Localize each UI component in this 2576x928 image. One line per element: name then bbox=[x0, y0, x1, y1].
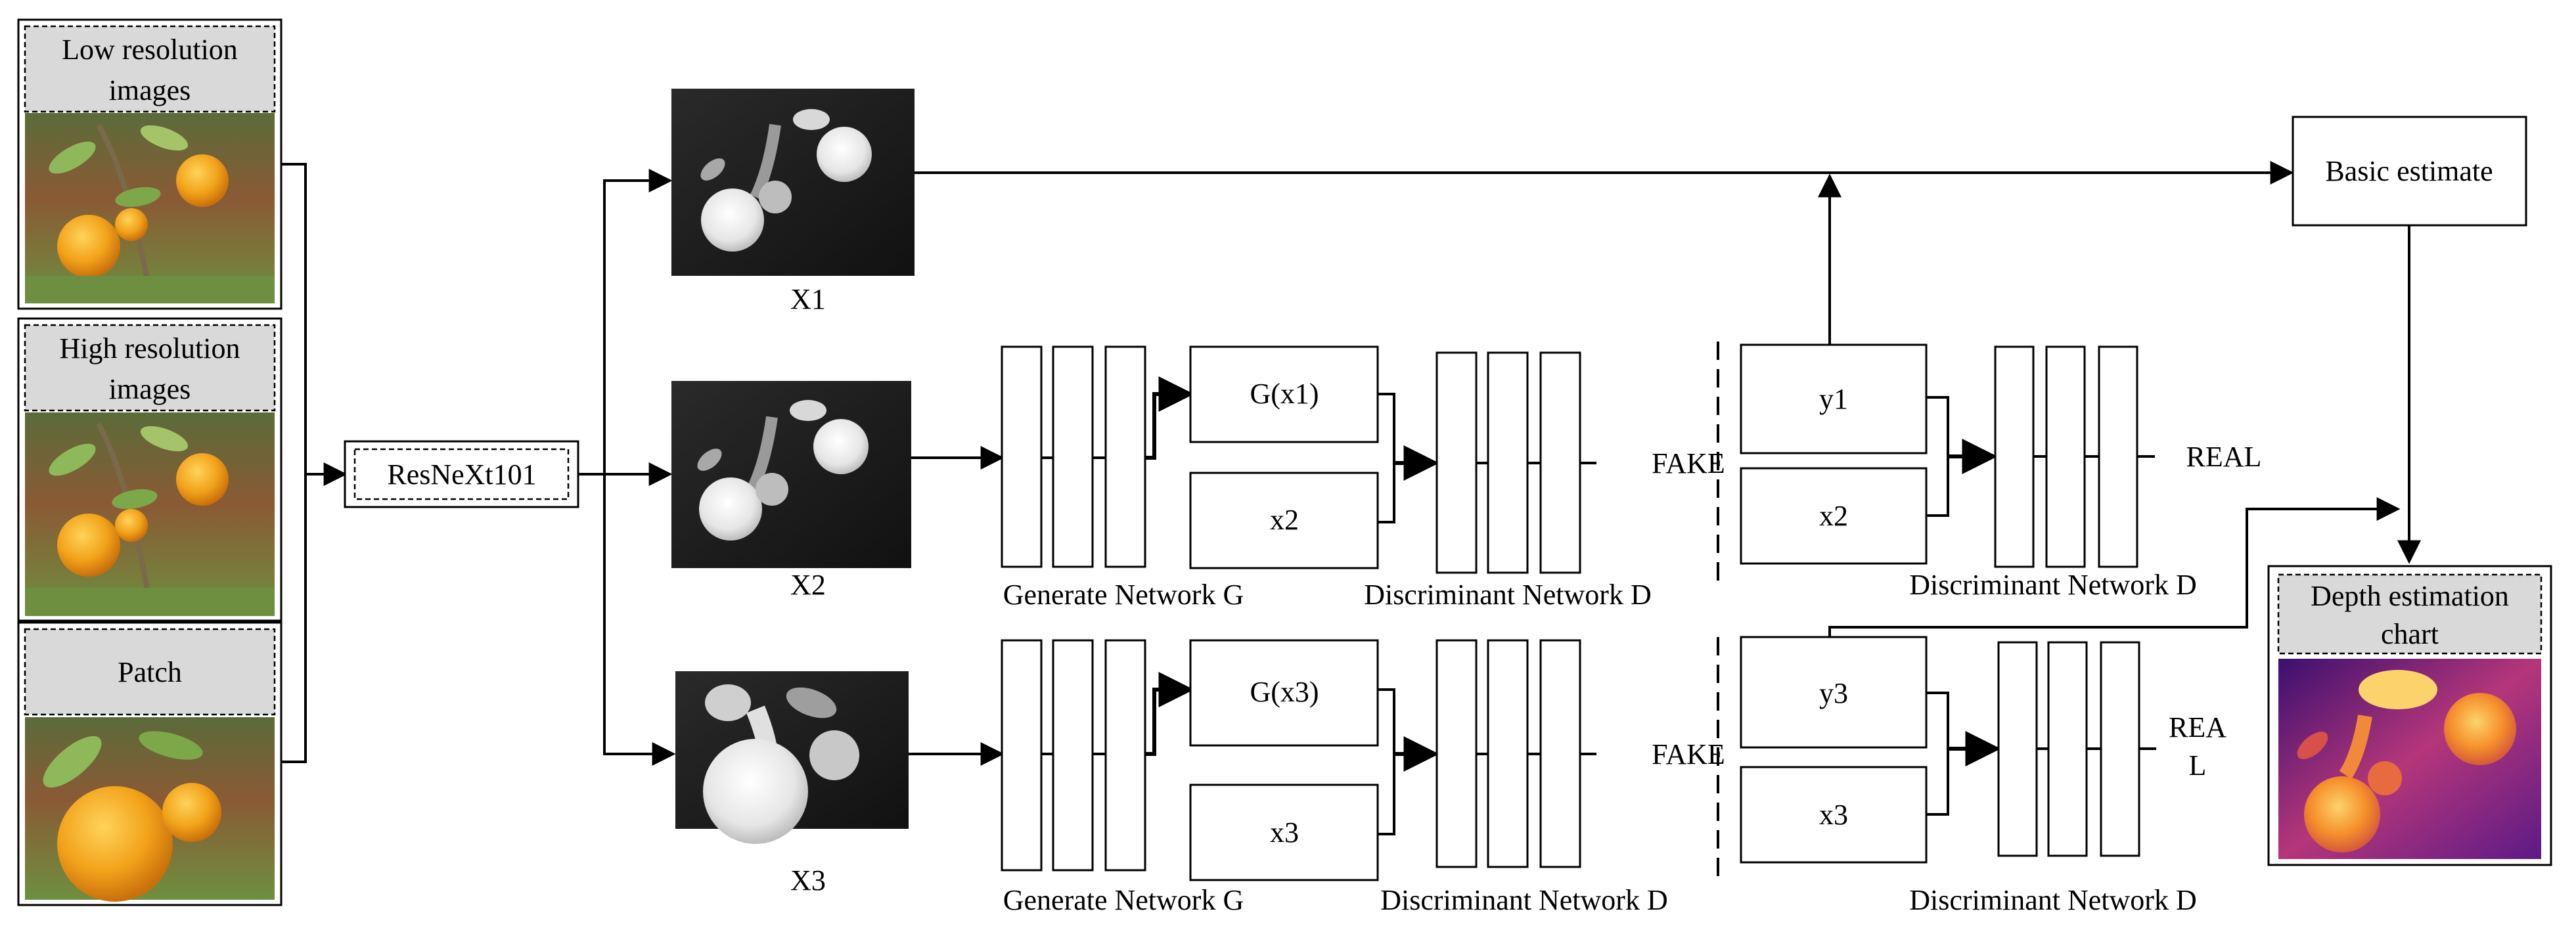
real-label-row2-line1: REA bbox=[2169, 711, 2226, 743]
x3-label: X3 bbox=[790, 864, 826, 896]
gx3-box: G(x3) bbox=[1189, 639, 1379, 747]
x2-right-box: x2 bbox=[1740, 467, 1928, 565]
output-label-box bbox=[2277, 573, 2542, 655]
real-label-row2-line2: L bbox=[2189, 749, 2207, 782]
discriminator2-row2 bbox=[1997, 641, 2156, 857]
patch-label: Patch bbox=[118, 656, 182, 688]
input-panel-low-res: Low resolution images bbox=[17, 18, 282, 310]
fake-label-row2: FAKE bbox=[1652, 738, 1725, 770]
depth-estimation-image bbox=[2278, 659, 2541, 859]
generator-label-row2: Generate Network G bbox=[1003, 884, 1244, 916]
discriminator-label-row2: Discriminant Network D bbox=[1380, 884, 1667, 916]
output-label-line2: chart bbox=[2381, 618, 2439, 650]
real-label-row1: REAL bbox=[2186, 441, 2262, 473]
x3-right-box: x3 bbox=[1740, 766, 1928, 864]
discriminator2-label-row2: Discriminant Network D bbox=[1909, 884, 2196, 916]
backbone-box: ResNeXt101 bbox=[344, 440, 579, 508]
generator-label-row1: Generate Network G bbox=[1003, 579, 1244, 611]
x2-input-box: x2 bbox=[1189, 472, 1379, 569]
x2-input-label: x2 bbox=[1270, 504, 1299, 536]
high-res-image bbox=[25, 412, 275, 616]
discriminator-row2 bbox=[1435, 639, 1596, 868]
input-panel-high-res: High resolution images bbox=[17, 317, 282, 622]
y1-box: y1 bbox=[1740, 343, 1928, 454]
high-res-label-line1: High resolution bbox=[60, 332, 240, 365]
gx1-label: G(x1) bbox=[1250, 378, 1319, 410]
low-res-label-line2: images bbox=[109, 74, 191, 106]
high-res-label-line2: images bbox=[109, 373, 191, 405]
low-res-label-box bbox=[24, 25, 276, 113]
depth-map-x1 bbox=[671, 89, 915, 276]
patch-image bbox=[25, 717, 275, 902]
y1-label: y1 bbox=[1819, 383, 1848, 415]
discriminator2-label-row1: Discriminant Network D bbox=[1909, 569, 2196, 601]
y3-box: y3 bbox=[1740, 636, 1928, 749]
discriminator2-row1 bbox=[1994, 345, 2155, 568]
low-res-label-line1: Low resolution bbox=[62, 33, 238, 66]
backbone-label: ResNeXt101 bbox=[387, 458, 536, 491]
gx3-label: G(x3) bbox=[1250, 676, 1319, 708]
x1-label: X1 bbox=[790, 283, 826, 315]
generator-row1 bbox=[1001, 345, 1146, 568]
output-panel: Depth estimation chart bbox=[2267, 565, 2552, 866]
x3-input-box: x3 bbox=[1189, 784, 1379, 881]
discriminator-row1 bbox=[1435, 351, 1596, 574]
depth-map-x2 bbox=[671, 381, 911, 568]
x2-label: X2 bbox=[790, 569, 826, 601]
patch-label-box bbox=[24, 628, 276, 716]
x3-input-label: x3 bbox=[1270, 816, 1299, 849]
fake-label-row1: FAKE bbox=[1652, 447, 1725, 479]
output-label-line1: Depth estimation bbox=[2311, 580, 2509, 612]
basic-estimate-label: Basic estimate bbox=[2325, 155, 2493, 187]
gx1-box: G(x1) bbox=[1189, 345, 1379, 443]
y3-label: y3 bbox=[1819, 677, 1848, 709]
low-res-image bbox=[25, 113, 275, 303]
x2-right-label: x2 bbox=[1819, 500, 1848, 532]
high-res-label-box bbox=[24, 324, 276, 412]
input-panel-patch: Patch bbox=[17, 621, 282, 906]
discriminator-label-row1: Discriminant Network D bbox=[1364, 579, 1651, 611]
x3-right-label: x3 bbox=[1819, 799, 1848, 831]
depth-map-x3 bbox=[675, 671, 909, 844]
generator-row2 bbox=[1001, 639, 1146, 872]
basic-estimate-box: Basic estimate bbox=[2292, 116, 2527, 227]
